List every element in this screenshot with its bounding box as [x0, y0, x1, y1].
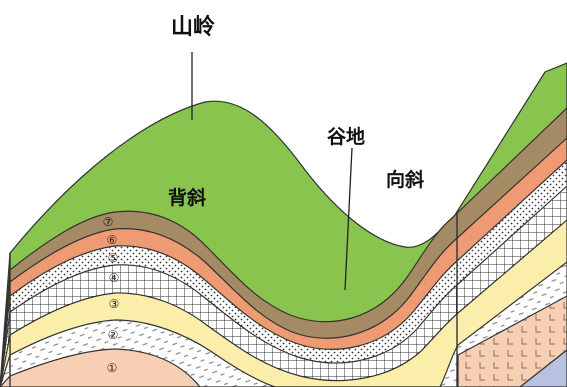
layer-1 [0, 348, 201, 387]
ridge-label: 山岭 [171, 14, 215, 40]
marker-2: ② [108, 328, 119, 342]
marker-3: ③ [109, 297, 120, 311]
syncline-label: 向斜 [386, 168, 424, 191]
valley-label: 谷地 [327, 125, 365, 148]
marker-5: ⑤ [108, 251, 119, 265]
valley-leader [344, 147, 353, 291]
marker-7: ⑦ [103, 215, 114, 229]
marker-6: ⑥ [107, 233, 118, 247]
deep-layer [519, 349, 567, 387]
anticline-label: 背斜 [168, 186, 206, 209]
marker-1: ① [107, 361, 118, 375]
marker-4: ④ [109, 271, 120, 285]
layer-markers: ⑦ ⑥ ⑤ ④ ③ ② ① [103, 215, 120, 375]
